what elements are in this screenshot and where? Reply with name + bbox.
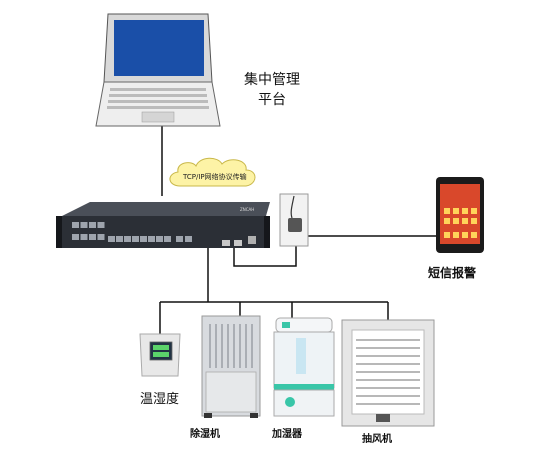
ethernet-port [148, 236, 155, 242]
ethernet-port [140, 236, 147, 242]
ethernet-port [72, 222, 79, 228]
ethernet-port [176, 236, 183, 242]
ethernet-port [89, 234, 96, 240]
ethernet-port [89, 222, 96, 228]
server-to-sensor-line [233, 246, 297, 267]
network-label: TCP/IP网络协议传输 [182, 172, 247, 181]
ethernet-port [116, 236, 123, 242]
connection-lines [159, 126, 436, 334]
ethernet-port [97, 234, 105, 240]
laptop-screen [114, 20, 204, 76]
ethernet-port [72, 234, 79, 240]
network-cloud: TCP/IP网络协议传输 [169, 157, 256, 187]
ethernet-port [97, 222, 105, 228]
ethernet-port [108, 236, 115, 242]
network-controller: ZNCAH [56, 202, 270, 248]
exhaust-fan [341, 319, 435, 427]
fan-louvers [356, 339, 420, 405]
phone-app-icons [444, 208, 477, 238]
ethernet-port [124, 236, 131, 242]
exhaust-fan-label: 抽风机 [362, 434, 392, 445]
temp-humidity-sensor [139, 333, 181, 377]
phone [436, 177, 484, 253]
ethernet-port [80, 234, 88, 240]
temp-humidity-label: 温湿度 [140, 392, 180, 407]
laptop-touchpad [141, 111, 175, 123]
dehumidifier-label: 除湿机 [190, 429, 220, 440]
laptop-keys [107, 88, 209, 109]
server-top [62, 202, 270, 216]
dehumidifier-grille [209, 324, 253, 368]
ethernet-ports [72, 222, 192, 242]
usb-port [222, 240, 230, 246]
sms-module [279, 193, 309, 247]
laptop-keyboard-base [95, 81, 221, 127]
laptop [95, 13, 221, 127]
server-brand: ZNCAH [240, 207, 254, 212]
dehumidifier [201, 315, 261, 418]
ethernet-port [80, 222, 88, 228]
humidifier-label: 加湿器 [272, 429, 302, 440]
ethernet-port [164, 236, 171, 242]
ethernet-port [132, 236, 139, 242]
ethernet-port [185, 236, 192, 242]
sms-alarm-label: 短信报警 [428, 266, 477, 280]
management-platform-label: 集中管理平台 [244, 72, 300, 108]
humidifier [273, 317, 335, 417]
ethernet-port [156, 236, 163, 242]
